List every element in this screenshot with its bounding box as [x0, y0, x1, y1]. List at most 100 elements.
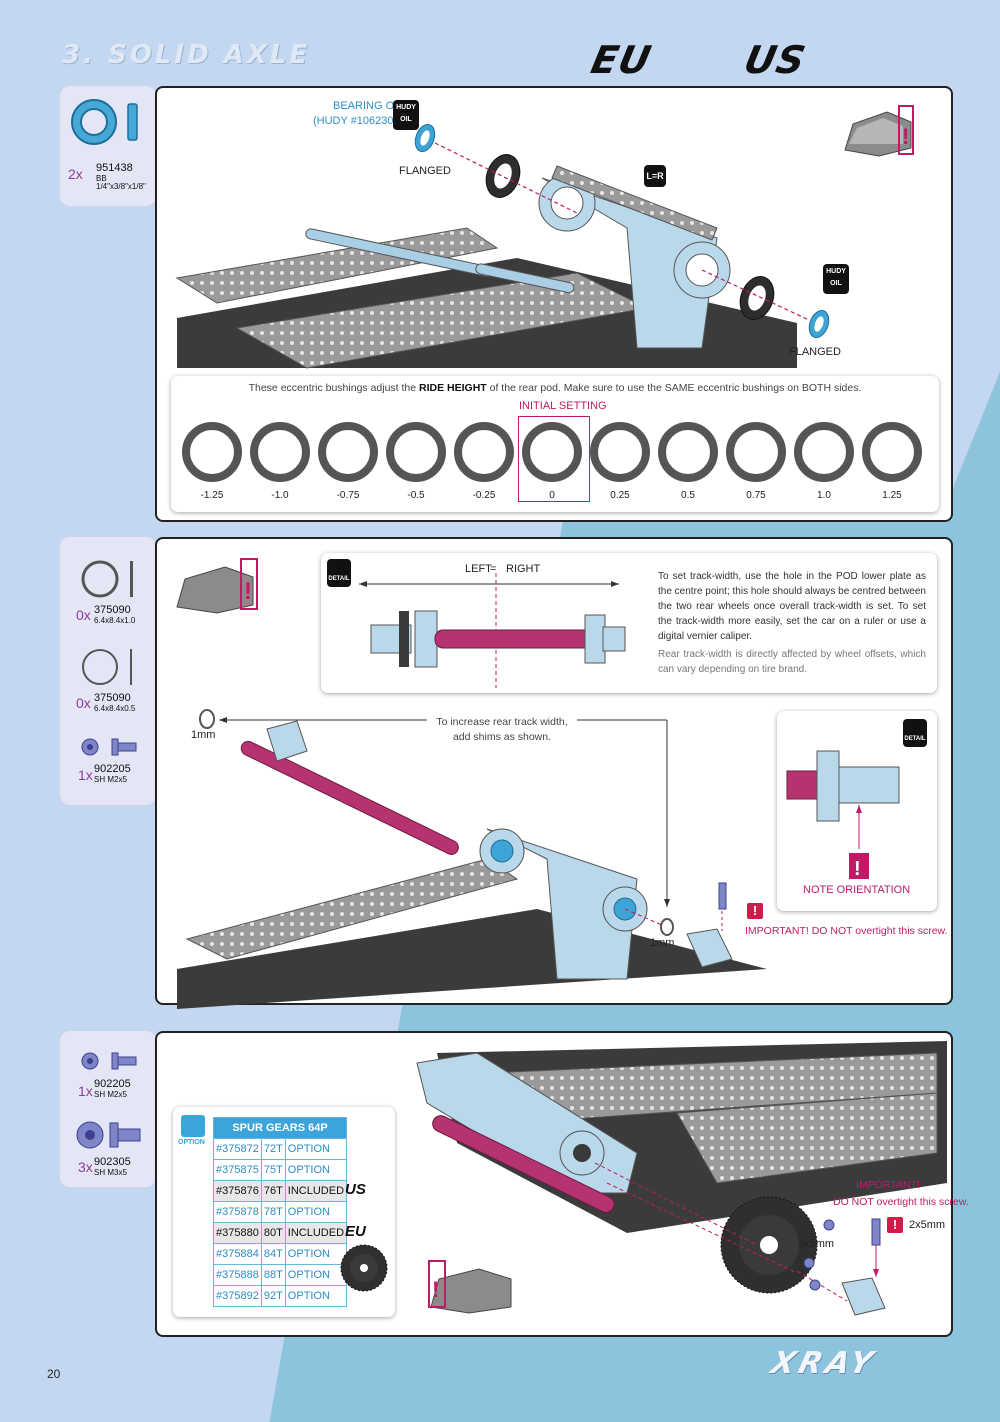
detail-magnifier-icon: DETAIL: [903, 719, 927, 747]
bushing-value: -1.25: [200, 490, 224, 501]
spur-cell-part: #375892: [213, 1285, 262, 1307]
part-number: 902205 SH M2x5: [94, 1078, 131, 1099]
eccentric-bushing: 0.75: [726, 418, 786, 501]
flanged-label-bottom: FLANGED: [789, 346, 841, 358]
initial-setting-label: INITIAL SETTING: [519, 400, 607, 412]
rear-pod-illustration: [175, 123, 830, 369]
part-no: 902305: [94, 1156, 131, 1168]
caution-car-icon: !: [839, 100, 919, 160]
bushing-value: -0.5: [407, 490, 425, 501]
bushing-ring-icon: [726, 422, 786, 482]
part-no: 375090: [94, 604, 131, 616]
svg-text:!: !: [244, 578, 252, 605]
bushing-ring-icon: [522, 422, 582, 482]
part-no: 375090: [94, 692, 131, 704]
bushing-ring-icon: [250, 422, 310, 482]
part-desc: 6.4x8.4x1.0: [94, 615, 136, 625]
bearing-icon: [71, 99, 138, 145]
part-number: 902205 SH M2x5: [94, 763, 131, 784]
equals-label: =: [490, 563, 497, 575]
part-qty: 0x: [76, 695, 91, 711]
spur-cell-part: #375876: [213, 1180, 262, 1202]
spur-cell-status: INCLUDED: [284, 1222, 348, 1244]
shim-1mm-right: 1mm: [650, 937, 675, 949]
parts-box-step3: 1x 902205 SH M2x5 3x 902305 SH M3x5: [60, 1031, 156, 1187]
bushing-ring-icon: [318, 422, 378, 482]
increase-track-note: To increase rear track width, add shims …: [436, 716, 568, 743]
spur-cell-part: #375875: [213, 1159, 262, 1181]
detail-tag: DETAIL: [904, 736, 926, 742]
spur-cell-status: OPTION: [284, 1201, 348, 1223]
bushing-value: 0.5: [681, 490, 695, 501]
shim-icon-1: [81, 560, 133, 598]
logo-us: US: [740, 38, 810, 82]
svg-text:!: !: [854, 858, 861, 880]
spur-cell-status: INCLUDED: [284, 1180, 348, 1202]
hudy-text: HUDY: [396, 104, 416, 111]
oil-icon: HUDY OIL: [393, 100, 419, 130]
part-desc: SH M3x5: [94, 1167, 127, 1177]
bushing-value: -0.25: [472, 490, 496, 501]
spur-cell-teeth: 80T: [260, 1222, 286, 1244]
axle-shim-illustration: [177, 709, 767, 1009]
part-number: 375090 6.4x8.4x1.0: [94, 604, 136, 625]
part-qty: 1x: [78, 1083, 93, 1099]
eccentric-bushing: 1.25: [862, 418, 922, 501]
part-qty: 2x: [68, 166, 83, 182]
spur-cell-status: OPTION: [284, 1285, 348, 1307]
part-desc: BB 1/4"x3/8"x1/8": [96, 173, 146, 191]
bushing-value: 0.75: [746, 490, 766, 501]
part-qty: 1x: [78, 767, 93, 783]
eccentric-bushing: 0.25: [590, 418, 650, 501]
detail-magnifier-icon: DETAIL: [327, 559, 351, 587]
oil-text: OIL: [830, 280, 842, 287]
bushing-value: -0.75: [336, 490, 360, 501]
track-width-detail: DETAIL LEFT = RIGHT To set track-width, …: [321, 553, 937, 693]
spur-cell-status: OPTION: [284, 1243, 348, 1265]
part-qty: 0x: [76, 607, 91, 623]
step3-panel: IMPORTANT! DO NOT overtight this screw. …: [155, 1031, 969, 1337]
shim-icon-2: [82, 649, 132, 685]
part-number: 902305 SH M3x5: [94, 1156, 131, 1177]
important-line1: IMPORTANT!: [856, 1179, 920, 1191]
bushing-value: 1.25: [882, 490, 902, 501]
bushing-ring-icon: [658, 422, 718, 482]
eccentric-bushing: -1.25: [182, 418, 242, 501]
spur-cell-teeth: 72T: [260, 1138, 286, 1160]
eccentric-bushing: -0.25: [454, 418, 514, 501]
part-no: 902205: [94, 763, 131, 775]
xray-logo: XRAY: [767, 1346, 881, 1381]
part-desc: SH M2x5: [94, 774, 127, 784]
spur-cell-teeth: 76T: [260, 1180, 286, 1202]
warning-icon: !: [747, 903, 763, 919]
spur-cell-teeth: 92T: [260, 1285, 286, 1307]
eccentric-note: These eccentric bushings adjust the RIDE…: [171, 382, 939, 394]
caution-car-icon: !: [176, 558, 258, 614]
part-desc: 6.4x8.4x0.5: [94, 703, 136, 713]
spur-cell-teeth: 78T: [260, 1201, 286, 1223]
parts-box-step1: 2x 951438 BB 1/4"x3/8"x1/8": [60, 86, 156, 206]
spur-cell-part: #375888: [213, 1264, 262, 1286]
bushing-value: -1.0: [271, 490, 289, 501]
spur-gear-icon: [340, 1244, 388, 1292]
bushing-ring-icon: [454, 422, 514, 482]
orientation-detail: DETAIL ! NOTE ORIENTATION: [777, 711, 937, 911]
right-label: RIGHT: [506, 563, 541, 575]
bushing-ring-icon: [862, 422, 922, 482]
bushing-ring-icon: [386, 422, 446, 482]
warning-icon: !: [887, 1217, 903, 1233]
track-width-paragraph-2: Rear track-width is directly affected by…: [658, 649, 926, 675]
hudy-number-label: (HUDY #106230): [313, 115, 398, 127]
oil-icon-right: HUDY OIL: [823, 264, 849, 294]
eccentric-bushing: 1.0: [794, 418, 854, 501]
bushing-ring-icon: [794, 422, 854, 482]
bearing-oil-label: BEARING OIL: [333, 100, 404, 112]
step1-panel: BEARING OIL (HUDY #106230) HUDY OIL HUDY…: [155, 86, 953, 522]
note-bold: RIDE HEIGHT: [419, 382, 487, 394]
part-number: 375090 6.4x8.4x0.5: [94, 692, 136, 713]
spur-cell-teeth: 84T: [260, 1243, 286, 1265]
